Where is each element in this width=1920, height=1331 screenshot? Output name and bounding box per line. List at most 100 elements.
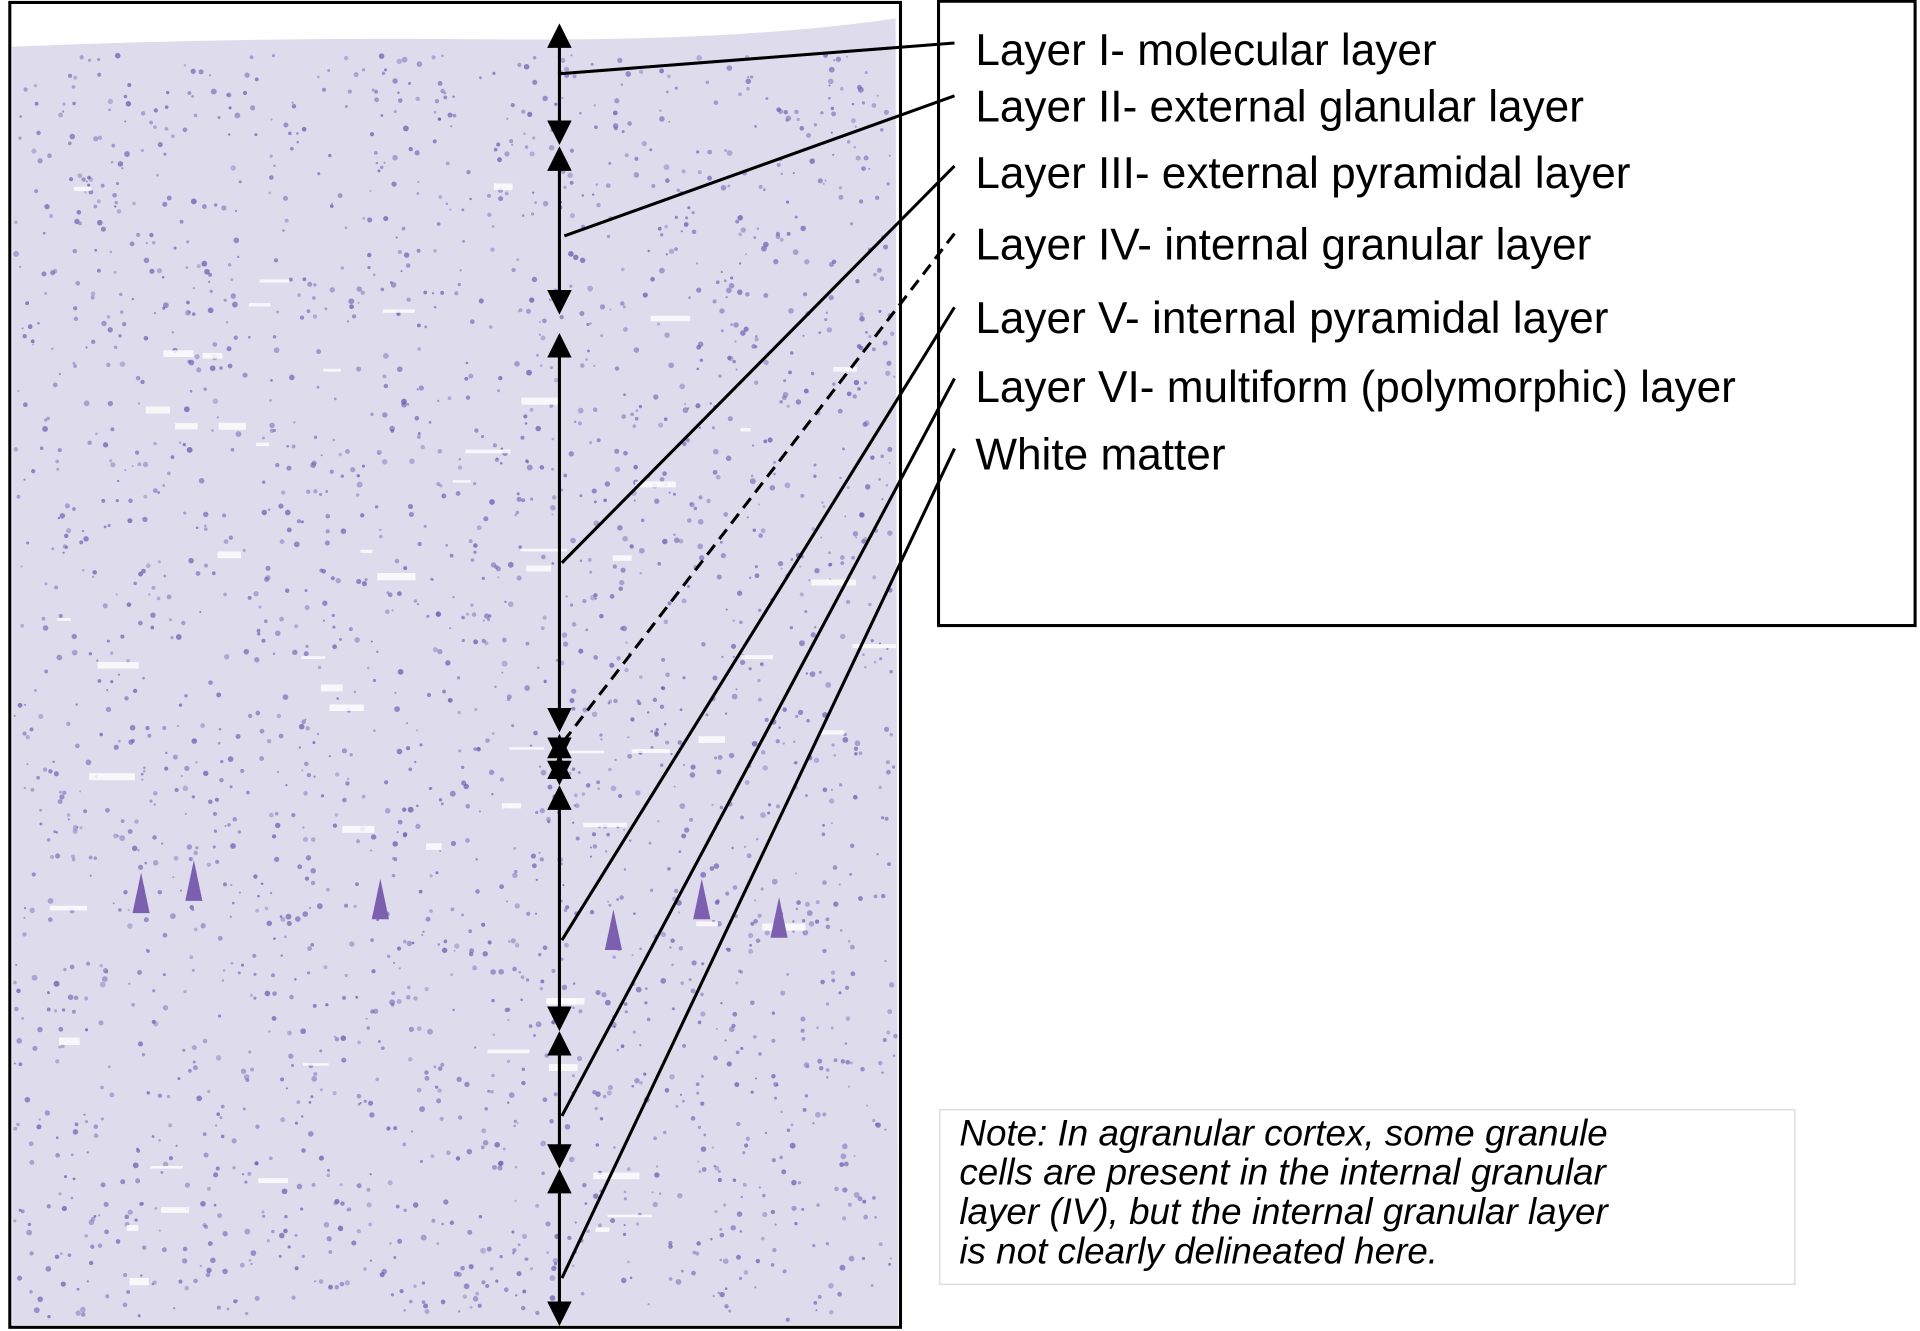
cell (426, 614, 430, 618)
cell (29, 1160, 35, 1165)
pyramidal-neuron (604, 909, 623, 951)
cell (316, 732, 320, 735)
cell (696, 1091, 700, 1095)
cell (779, 1155, 783, 1160)
cell (579, 257, 586, 264)
cell (689, 772, 696, 778)
cell (127, 829, 133, 834)
cell (325, 1003, 329, 1007)
cell (416, 435, 421, 439)
cell (591, 711, 598, 718)
cell (780, 990, 786, 996)
cell (737, 289, 743, 295)
cell (870, 455, 875, 460)
cell (435, 871, 439, 875)
cell (743, 845, 747, 848)
cell (203, 511, 209, 518)
cell (813, 463, 817, 467)
cell (396, 748, 403, 755)
cell (102, 967, 109, 974)
leader-line (560, 447, 956, 1279)
cell (689, 502, 693, 506)
cell (550, 353, 554, 358)
cell (830, 970, 836, 975)
cell (334, 1198, 340, 1205)
note-line-1: Note: In agranular cortex, some granule (959, 1112, 1607, 1153)
cell (712, 448, 719, 455)
cell (53, 830, 57, 834)
cell (105, 1294, 110, 1299)
cell (589, 846, 592, 849)
cell (128, 498, 133, 504)
cell (407, 503, 414, 510)
cell (233, 1299, 238, 1304)
cell (85, 1028, 89, 1032)
vessel (129, 1278, 149, 1286)
cell (805, 794, 808, 797)
cell (542, 945, 548, 951)
cell (424, 1075, 430, 1081)
vessel (259, 279, 290, 283)
cell (507, 1018, 510, 1022)
cell (439, 484, 443, 488)
cell (665, 740, 670, 745)
cell (235, 734, 241, 739)
cell (331, 613, 335, 617)
cell (95, 432, 98, 436)
cell (774, 1096, 777, 1100)
cell (245, 1078, 250, 1082)
cell (723, 279, 727, 283)
cell (162, 932, 168, 938)
cell (571, 1264, 575, 1268)
cell (863, 155, 869, 161)
cell (272, 991, 277, 996)
cell (785, 1317, 790, 1322)
cell (852, 531, 859, 537)
cell (521, 214, 525, 217)
cell (141, 778, 144, 781)
cell (607, 701, 611, 705)
cell (87, 440, 92, 445)
cell (408, 1026, 414, 1032)
cell (253, 591, 259, 597)
cell (614, 98, 620, 104)
cell (124, 696, 129, 701)
cell (396, 831, 399, 834)
cell (513, 1124, 517, 1128)
cell (52, 382, 58, 388)
cell (491, 1164, 497, 1170)
cell (880, 816, 885, 820)
cell (282, 694, 289, 700)
cell (851, 118, 856, 124)
cell (693, 506, 698, 511)
cell (423, 524, 427, 528)
cell (416, 804, 419, 808)
cell (274, 822, 281, 829)
cell (718, 374, 722, 378)
cell (111, 143, 116, 148)
cell (609, 308, 612, 311)
cell (376, 449, 382, 455)
cell (143, 917, 149, 923)
cell (88, 177, 94, 182)
cell (858, 199, 864, 204)
cell (125, 101, 132, 107)
cell (861, 1256, 866, 1261)
cell (722, 1258, 729, 1264)
cell (574, 803, 580, 808)
cell (19, 115, 22, 118)
cell (137, 1041, 144, 1047)
cell (291, 444, 296, 449)
cell (233, 335, 238, 340)
cell (425, 916, 431, 922)
cell (725, 455, 732, 462)
cell (15, 963, 18, 966)
cell (278, 503, 284, 509)
cell (696, 55, 703, 61)
cell (568, 451, 574, 457)
cell (687, 206, 691, 210)
cell (443, 91, 447, 95)
cell (310, 943, 315, 947)
cell (23, 87, 28, 92)
cell (715, 1028, 718, 1031)
